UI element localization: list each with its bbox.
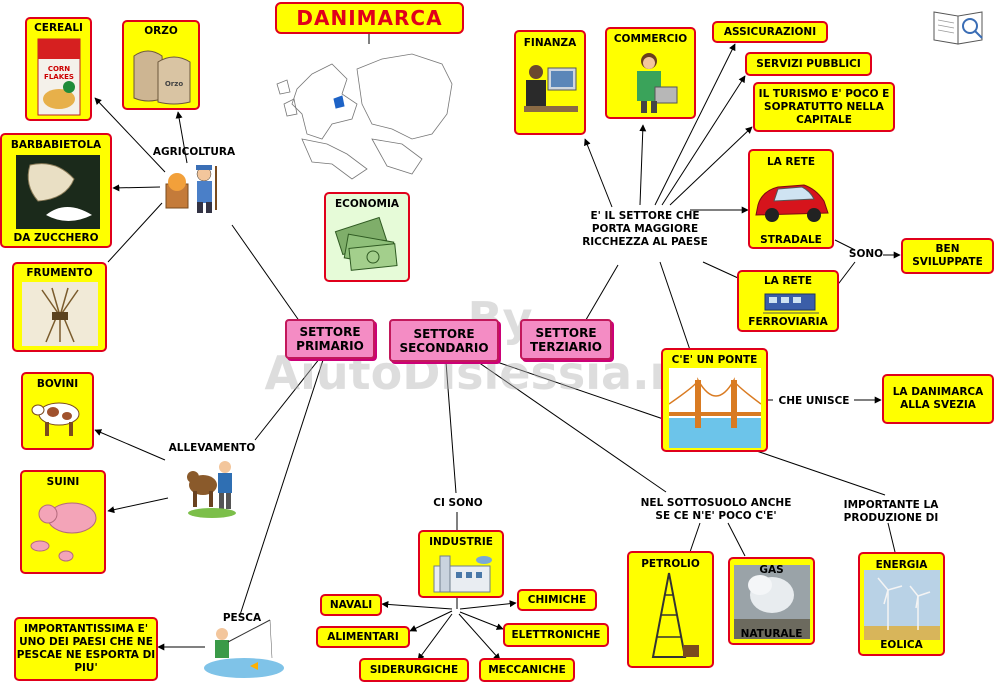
rete-ferroviaria-box: LA RETE FERROVIARIA xyxy=(737,270,839,332)
ben-sviluppate-box: BEN SVILUPPATE xyxy=(901,238,994,274)
cereali-box: CEREALI CORN FLAKES xyxy=(25,17,92,121)
fisherman-icon xyxy=(200,616,284,684)
rete-stradale-label-bottom: STRADALE xyxy=(760,234,822,246)
energia-box: ENERGIA EOLICA xyxy=(858,552,945,656)
turismo-box: IL TURISMO E' POCO E SOPRATUTTO NELLA CA… xyxy=(753,82,895,132)
orzo-label: ORZO xyxy=(144,25,178,37)
frumento-label: FRUMENTO xyxy=(26,267,93,279)
sottosuolo-label: NEL SOTTOSUOLO ANCHE SE CE N'E' POCO C'E… xyxy=(640,497,792,522)
settore-terziario: SETTORE TERZIARIO xyxy=(520,319,612,360)
industrie-label: INDUSTRIE xyxy=(429,536,493,548)
barbabietola-label-top: BARBABIETOLA xyxy=(10,139,102,151)
commercio-box: COMMERCIO xyxy=(605,27,696,119)
che-unisce-label: CHE UNISCE xyxy=(778,395,850,407)
train-icon xyxy=(763,288,819,320)
money-icon xyxy=(332,214,404,280)
oil-rig-icon xyxy=(639,571,705,667)
settore-primario: SETTORE PRIMARIO xyxy=(285,319,375,359)
agricoltura-label: AGRICOLTURA xyxy=(152,146,236,158)
orzo-box: ORZO Orzo xyxy=(122,20,200,110)
farmer-cow-icon xyxy=(185,455,239,523)
svg-text:Orzo: Orzo xyxy=(165,80,183,88)
assicurazioni-box: ASSICURAZIONI xyxy=(712,21,828,43)
geyser-icon xyxy=(734,565,810,643)
pesca-label: PESCA xyxy=(222,612,262,624)
chimiche-box: CHIMICHE xyxy=(517,589,597,611)
economia-label: ECONOMIA xyxy=(335,198,399,210)
book-icon xyxy=(930,4,986,52)
petrolio-label: PETROLIO xyxy=(641,558,700,570)
gas-box: GAS NATURALE xyxy=(728,557,815,645)
sugar-beet-icon xyxy=(16,155,100,233)
finanza-box: FINANZA xyxy=(514,30,586,135)
settore-secondario: SETTORE SECONDARIO xyxy=(389,319,499,362)
siderurgiche-box: SIDERURGICHE xyxy=(359,658,469,682)
petrolio-box: PETROLIO xyxy=(627,551,714,668)
suini-box: SUINI xyxy=(20,470,106,574)
car-icon xyxy=(752,169,832,233)
shopkeeper-icon xyxy=(621,49,683,119)
rete-stradale-label-top: LA RETE xyxy=(766,156,816,168)
navali-box: NAVALI xyxy=(320,594,382,616)
ci-sono-label: CI SONO xyxy=(433,497,483,509)
cow-icon xyxy=(29,394,89,446)
alimentari-box: ALIMENTARI xyxy=(316,626,410,648)
bridge-icon xyxy=(668,368,762,452)
office-worker-icon xyxy=(520,52,582,134)
danimarca-svezia-box: LA DANIMARCA ALLA SVEZIA xyxy=(882,374,994,424)
ponte-box: C'E' UN PONTE xyxy=(661,348,768,452)
elettroniche-box: ELETTRONICHE xyxy=(503,623,609,647)
industrie-box: INDUSTRIE xyxy=(418,530,504,598)
bovini-box: BOVINI xyxy=(21,372,94,450)
pigs-icon xyxy=(26,490,102,574)
sono-label: SONO xyxy=(848,248,884,260)
finanza-label: FINANZA xyxy=(523,37,577,49)
rete-stradale-box: LA RETE STRADALE xyxy=(748,149,834,249)
europe-map-image xyxy=(272,44,464,184)
rete-ferroviaria-label-bottom: FERROVIARIA xyxy=(748,316,828,328)
rete-ferroviaria-label-top: LA RETE xyxy=(763,275,813,287)
ponte-label: C'E' UN PONTE xyxy=(671,354,758,366)
cereali-label: CEREALI xyxy=(34,22,83,34)
meccaniche-box: MECCANICHE xyxy=(479,658,575,682)
energia-label-top: ENERGIA xyxy=(875,559,928,571)
allevamento-label: ALLEVAMENTO xyxy=(168,442,256,454)
cornflakes-icon: CORN FLAKES xyxy=(34,37,84,121)
servizi-pubblici-box: SERVIZI PUBBLICI xyxy=(745,52,872,76)
suini-label: SUINI xyxy=(46,476,80,488)
page-title: DANIMARCA xyxy=(275,2,464,34)
barbabietola-label-bottom: DA ZUCCHERO xyxy=(13,232,99,244)
sacks-icon: Orzo xyxy=(130,42,194,110)
svg-text:FLAKES: FLAKES xyxy=(44,73,74,81)
energia-label-bottom: EOLICA xyxy=(880,639,923,651)
factory-icon xyxy=(430,552,494,598)
bovini-label: BOVINI xyxy=(36,378,79,390)
gas-label-top: GAS xyxy=(759,564,784,576)
importante-label: IMPORTANTE LA PRODUZIONE DI xyxy=(843,499,939,524)
wheat-sheaf-icon xyxy=(22,282,98,350)
gas-label-bottom: NATURALE xyxy=(740,628,803,640)
economia-box: ECONOMIA xyxy=(324,192,410,282)
farmer-icon xyxy=(162,160,224,219)
barbabietola-box: BARBABIETOLA DA ZUCCHERO xyxy=(0,133,112,248)
pesca-note: IMPORTANTISSIMA E' UNO DEI PAESI CHE NE … xyxy=(14,617,158,681)
commercio-label: COMMERCIO xyxy=(613,33,688,45)
settore-note-label: E' IL SETTORE CHE PORTA MAGGIORE RICCHEZ… xyxy=(582,210,708,248)
frumento-box: FRUMENTO xyxy=(12,262,107,352)
wind-turbine-icon xyxy=(864,570,940,644)
svg-text:CORN: CORN xyxy=(48,65,70,73)
